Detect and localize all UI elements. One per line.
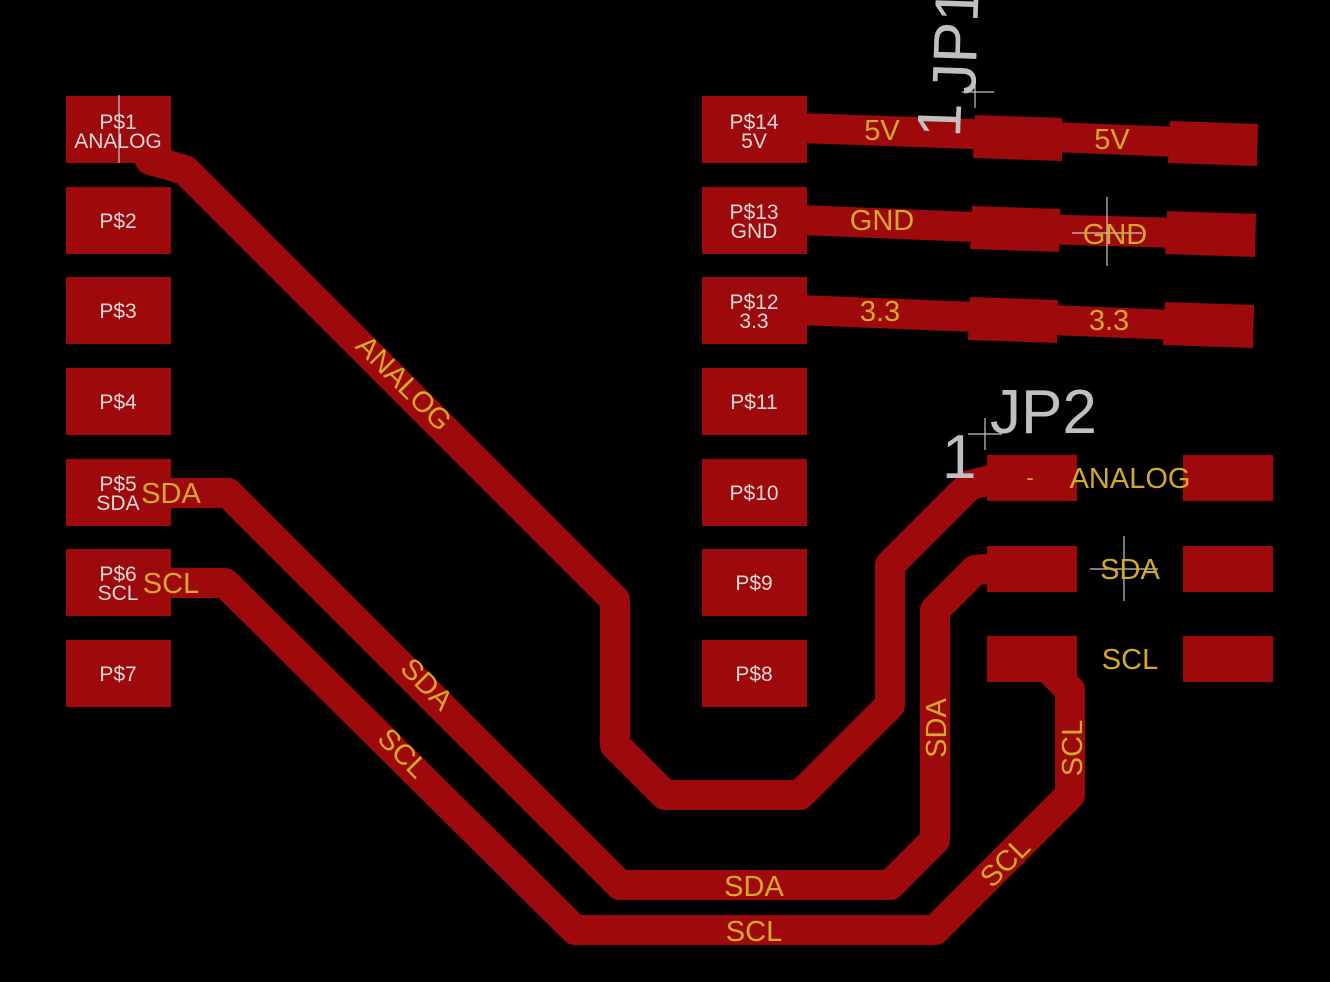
pad-p8[interactable]: P$8	[702, 640, 807, 707]
connector-jp2: JP2 1 -	[942, 378, 1273, 682]
pad-p1[interactable]: P$1 ANALOG	[66, 95, 171, 163]
pad-p7[interactable]: P$7	[66, 640, 171, 707]
scl-vertical-label: SCL	[1057, 720, 1089, 776]
right-header: P$14 5V P$13 GND P$12 3.3 P$11 P$10 P$9 …	[702, 96, 807, 707]
jp2-pad-3b[interactable]	[1183, 636, 1273, 682]
jp2-pad-3a[interactable]	[987, 636, 1077, 682]
jp2-pad-1a[interactable]	[987, 455, 1077, 501]
left-header: P$1 ANALOG P$2 P$3 P$4 P$5 SDA P$6 SCL	[66, 95, 171, 707]
pad-p3[interactable]: P$3	[66, 277, 171, 344]
scl-connector-label: SCL	[1102, 644, 1158, 676]
jp2-pad-2a[interactable]	[987, 546, 1077, 592]
trace-sda[interactable]	[145, 478, 1015, 900]
jp1-pin1-label: 1	[905, 102, 975, 139]
sda-vertical-label: SDA	[921, 698, 953, 758]
pad-label: P$1	[99, 111, 136, 134]
3v3-trace-label: 3.3	[860, 296, 900, 328]
jp1-reference-label: JP1	[920, 0, 993, 95]
pad-label: P$11	[730, 391, 778, 414]
pad-signal-label: SDA	[96, 492, 139, 515]
jp1-pad-1b[interactable]	[1168, 121, 1258, 166]
pad-label: P$14	[729, 111, 778, 134]
pad-label: P$2	[99, 210, 136, 233]
pad-label: P$7	[99, 663, 136, 686]
pad-p12[interactable]: P$12 3.3	[702, 277, 807, 344]
jp1-pad-3a[interactable]	[968, 297, 1058, 343]
pad-label: P$12	[729, 291, 778, 314]
pad-p10[interactable]: P$10	[702, 459, 807, 526]
sda-pad-label: SDA	[141, 478, 201, 510]
pad-p2[interactable]: P$2	[66, 187, 171, 254]
pad-signal-label: 5V	[741, 130, 767, 153]
pad-label: P$9	[735, 572, 772, 595]
pad-p11[interactable]: P$11	[702, 368, 807, 435]
pad-label: P$8	[735, 663, 772, 686]
pad-p4[interactable]: P$4	[66, 368, 171, 435]
pad-label: P$10	[729, 482, 778, 505]
jp1-pad-2a[interactable]	[970, 206, 1060, 252]
pad-p14[interactable]: P$14 5V	[702, 96, 807, 163]
pad-signal-label: 3.3	[739, 310, 768, 333]
jp2-pad-1b[interactable]	[1183, 455, 1273, 501]
analog-connector-label: ANALOG	[1070, 463, 1191, 495]
jp2-pad-2b[interactable]	[1183, 546, 1273, 592]
pad-signal-label: ANALOG	[74, 130, 162, 153]
gnd-trace-label: GND	[850, 205, 914, 237]
pad-p5[interactable]: P$5 SDA	[66, 459, 171, 526]
jp1-pad-2b[interactable]	[1165, 211, 1256, 257]
5v-connector-label: 5V	[1094, 124, 1130, 156]
pad-label: P$4	[99, 391, 137, 414]
jp2-reference-label: JP2	[990, 378, 1097, 447]
scl-pad-label: SCL	[143, 568, 199, 600]
pad-p6[interactable]: P$6 SCL	[66, 549, 171, 616]
pad-p9[interactable]: P$9	[702, 549, 807, 616]
analog-trace-label: ANALOG	[349, 330, 457, 438]
sda-bottom-label: SDA	[724, 871, 784, 903]
pad-label: P$5	[99, 473, 136, 496]
jp2-pin-marker: -	[1026, 465, 1033, 490]
pad-signal-label: GND	[731, 220, 778, 243]
pad-label: P$3	[99, 300, 136, 323]
pad-label: P$6	[99, 563, 136, 586]
scl-bottom-label: SCL	[726, 916, 782, 948]
sda-connector-label: SDA	[1100, 554, 1160, 586]
gnd-connector-label: GND	[1083, 219, 1147, 251]
connector-jp1: JP1 1	[905, 0, 1258, 348]
3v3-connector-label: 3.3	[1089, 305, 1129, 337]
jp1-pad-1a[interactable]	[973, 115, 1062, 161]
trace-scl[interactable]	[145, 568, 1085, 945]
pad-signal-label: SCL	[98, 582, 139, 605]
pad-label: P$13	[729, 201, 778, 224]
jp2-pin1-label: 1	[942, 423, 976, 492]
5v-trace-label: 5V	[864, 115, 900, 147]
trace-analog[interactable]	[135, 145, 1015, 810]
jp1-pad-3b[interactable]	[1163, 302, 1254, 348]
pad-p13[interactable]: P$13 GND	[702, 187, 807, 254]
